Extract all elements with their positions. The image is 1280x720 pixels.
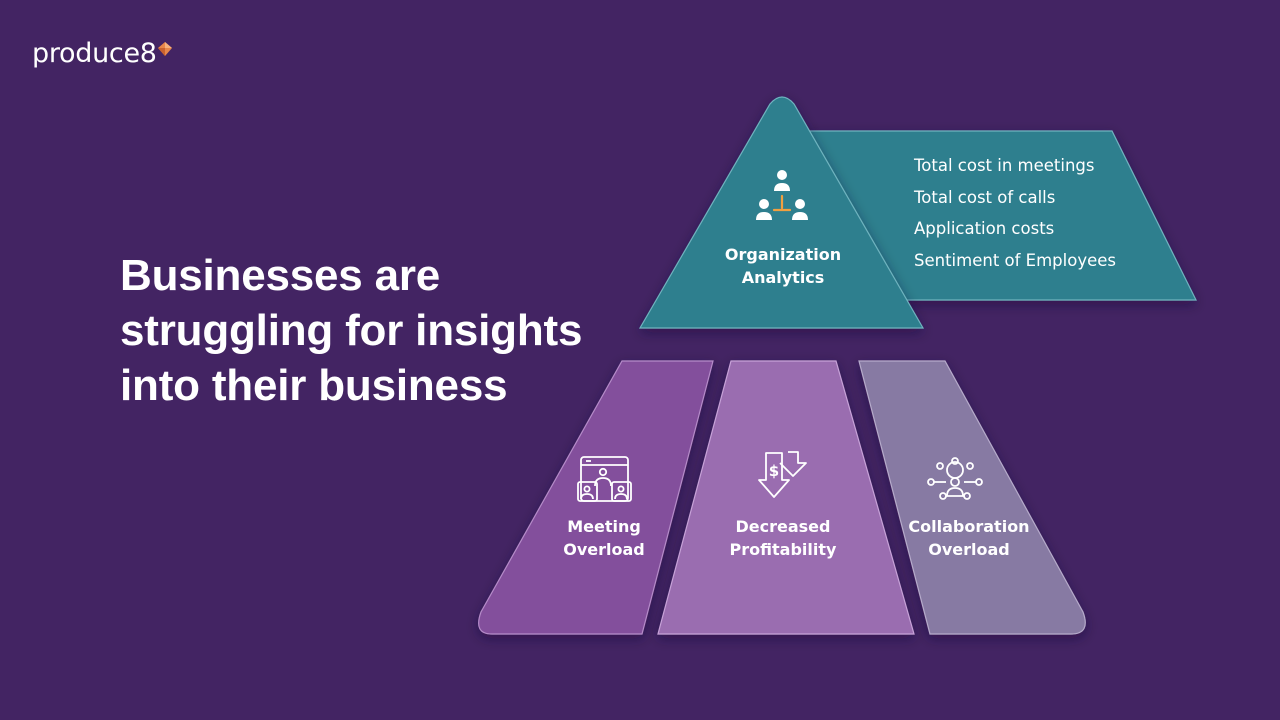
headline: Businesses are struggling for insights i… (120, 251, 583, 410)
collaboration-overload-block (858, 360, 1086, 635)
metric-employee-sentiment: Sentiment of Employees (914, 251, 1116, 270)
organization-label-line2: Analytics (742, 268, 825, 287)
organization-label-line1: Organization (725, 245, 841, 264)
dollar-down-arrows-icon: $ (758, 451, 807, 498)
collaboration-network-icon (927, 457, 983, 500)
org-chart-icon (756, 170, 808, 220)
svg-text:$: $ (769, 462, 779, 480)
collaboration-label-line1: Collaboration (908, 517, 1029, 536)
decreased-profitability-block (657, 360, 915, 635)
meeting-label-line1: Meeting (567, 517, 641, 536)
logo-gem-icon (157, 42, 172, 56)
video-meeting-icon (577, 456, 632, 502)
metric-meetings-cost: Total cost in meetings (913, 156, 1095, 175)
profitability-label-line1: Decreased (736, 517, 831, 536)
organization-analytics-block (638, 96, 925, 329)
collaboration-label-line2: Overload (928, 540, 1010, 559)
metric-application-costs: Application costs (914, 219, 1054, 238)
meeting-overload-block (478, 360, 714, 635)
produce8-logo: produce8 (32, 38, 172, 69)
metric-calls-cost: Total cost of calls (913, 188, 1055, 207)
profitability-label-line2: Profitability (730, 540, 837, 559)
logo-text: produce8 (32, 38, 157, 69)
meeting-label-line2: Overload (563, 540, 645, 559)
